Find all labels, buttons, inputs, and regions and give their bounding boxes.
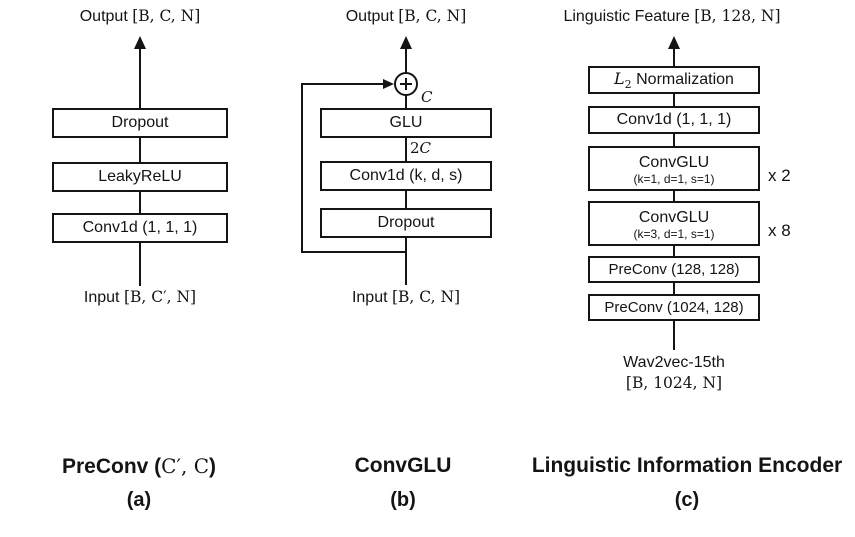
- box-dropout-a-label: Dropout: [111, 114, 169, 131]
- box-dropout-a: Dropout: [52, 108, 228, 138]
- box-preconv2-c-label: PreConv (1024, 128): [604, 299, 744, 316]
- l2-var: L: [614, 68, 625, 88]
- sum-plus-icon: [394, 72, 418, 96]
- output-label-b-text: Output: [345, 8, 394, 25]
- box-preconv1-c: PreConv (128, 128): [588, 256, 760, 283]
- box-convglu2-title: ConvGLU: [638, 208, 710, 226]
- arrow-up-icon: [668, 36, 680, 49]
- input-label-b-shape: [B, C, N]: [391, 288, 461, 306]
- output-label-a: Output [B, C, N]: [80, 6, 201, 27]
- channel-label-c: C: [421, 88, 433, 106]
- box-conv1d-b-label: Conv1d (k, d, s): [349, 167, 463, 184]
- source-label-c-name: Wav2vec-15th: [623, 354, 725, 371]
- repeat-label-x2: x 2: [768, 166, 791, 185]
- box-convglu2-params: (k=3, d=1, s=1): [633, 226, 715, 241]
- input-label-b-text: Input: [351, 289, 388, 306]
- output-label-a-shape: [B, C, N]: [132, 7, 201, 25]
- output-label-b-shape: [B, C, N]: [398, 7, 467, 25]
- caption-a-math: C′, C: [161, 454, 210, 478]
- box-preconv1-c-label: PreConv (128, 128): [608, 261, 740, 278]
- repeat-label-x8: x 8: [768, 221, 791, 240]
- output-label-a-text: Output: [79, 8, 128, 25]
- box-conv1d-b: Conv1d (k, d, s): [320, 161, 492, 191]
- caption-a: PreConv (C′, C): [62, 454, 216, 479]
- box-conv1d-a-label: Conv1d (1, 1, 1): [82, 219, 198, 236]
- caption-b: ConvGLU: [354, 454, 452, 477]
- box-l2norm-c: L2 Normalization: [588, 66, 760, 94]
- box-dropout-b-label: Dropout: [377, 214, 435, 231]
- input-label-a-text: Input: [83, 289, 120, 306]
- plus-vertical-bar: [405, 78, 407, 90]
- box-glu-b: GLU: [320, 108, 492, 138]
- caption-a-sub: (a): [126, 489, 152, 511]
- input-label-a: Input [B, C′, N]: [84, 287, 196, 308]
- channel-label-2c: 2C: [410, 139, 431, 157]
- source-label-c-shape: [B, 1024, N]: [625, 374, 723, 392]
- box-l2norm-c-label: L2 Normalization: [614, 69, 734, 91]
- box-conv1d-a: Conv1d (1, 1, 1): [52, 213, 228, 243]
- flow-line-c: [673, 47, 675, 350]
- l2-rest: Normalization: [631, 70, 734, 88]
- caption-c-sub: (c): [674, 489, 700, 511]
- box-preconv2-c: PreConv (1024, 128): [588, 294, 760, 321]
- box-convglu1-title: ConvGLU: [638, 153, 710, 171]
- input-label-b: Input [B, C, N]: [352, 287, 460, 308]
- box-conv1d-c: Conv1d (1, 1, 1): [588, 106, 760, 134]
- caption-a-prefix: PreConv (: [61, 455, 162, 478]
- box-leakyrelu-a-label: LeakyReLU: [98, 168, 182, 185]
- box-glu-b-label: GLU: [389, 114, 423, 131]
- input-label-a-shape: [B, C′, N]: [123, 288, 197, 306]
- box-convglu1-params: (k=1, d=1, s=1): [633, 171, 715, 186]
- output-label-c-text: Linguistic Feature: [563, 8, 690, 25]
- arrow-right-icon: [383, 79, 394, 89]
- caption-c: Linguistic Information Encoder: [531, 454, 843, 477]
- caption-b-sub: (b): [390, 489, 416, 511]
- arrow-up-icon: [400, 36, 412, 49]
- channel-label-2c-var: C: [419, 139, 432, 157]
- source-label-c: Wav2vec-15th [B, 1024, N]: [623, 352, 725, 394]
- skip-line-bottom: [301, 251, 407, 253]
- box-conv1d-c-label: Conv1d (1, 1, 1): [616, 111, 732, 128]
- skip-line-top: [301, 83, 386, 85]
- output-label-b: Output [B, C, N]: [346, 6, 467, 27]
- output-label-c-shape: [B, 128, N]: [694, 7, 781, 25]
- box-dropout-b: Dropout: [320, 208, 492, 238]
- box-leakyrelu-a: LeakyReLU: [52, 162, 228, 192]
- box-convglu2-c: ConvGLU (k=3, d=1, s=1): [588, 201, 760, 246]
- channel-label-2c-num: 2: [410, 139, 420, 157]
- caption-a-suffix: ): [209, 455, 217, 478]
- arrow-up-icon: [134, 36, 146, 49]
- skip-line-left: [301, 83, 303, 253]
- box-convglu1-c: ConvGLU (k=1, d=1, s=1): [588, 146, 760, 191]
- output-label-c: Linguistic Feature [B, 128, N]: [563, 6, 780, 27]
- l2-subscript: 2: [624, 78, 632, 92]
